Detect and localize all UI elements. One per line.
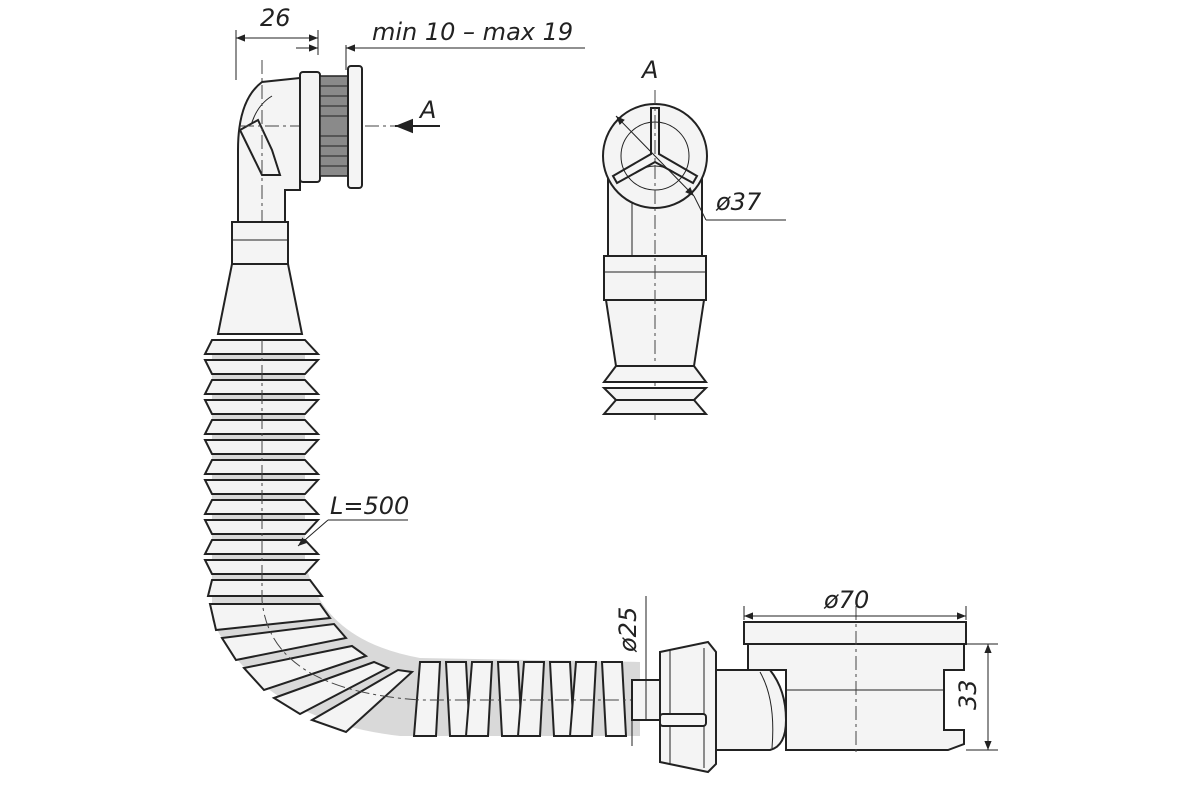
- dimension-wall-range: min 10 – max 19: [296, 18, 585, 70]
- view-arrow-label: A: [418, 96, 436, 124]
- drain-diameter-label: ø70: [823, 586, 869, 614]
- dimension-drain-diameter: ø70: [743, 586, 967, 620]
- drain-height-label: 33: [954, 679, 982, 710]
- hose-length-callout: L=500: [297, 492, 409, 547]
- overflow-diameter-label: ø37: [715, 188, 762, 216]
- view-a: A ø37: [601, 56, 786, 420]
- view-a-label: A: [640, 56, 658, 84]
- overflow-elbow: [216, 60, 395, 335]
- drain-assembly: [631, 606, 967, 774]
- view-arrow-a: A: [395, 96, 440, 134]
- wall-range-label: min 10 – max 19: [372, 18, 573, 46]
- dimension-hose-diameter: ø25: [614, 596, 661, 746]
- overflow-depth-label: 26: [260, 4, 291, 32]
- hose-length-label: L=500: [330, 492, 409, 520]
- hose-diameter-label: ø25: [614, 607, 642, 653]
- dimension-drain-height: 33: [954, 643, 998, 751]
- corrugated-hose: [203, 339, 660, 737]
- dimension-overflow-depth: 26: [235, 4, 319, 80]
